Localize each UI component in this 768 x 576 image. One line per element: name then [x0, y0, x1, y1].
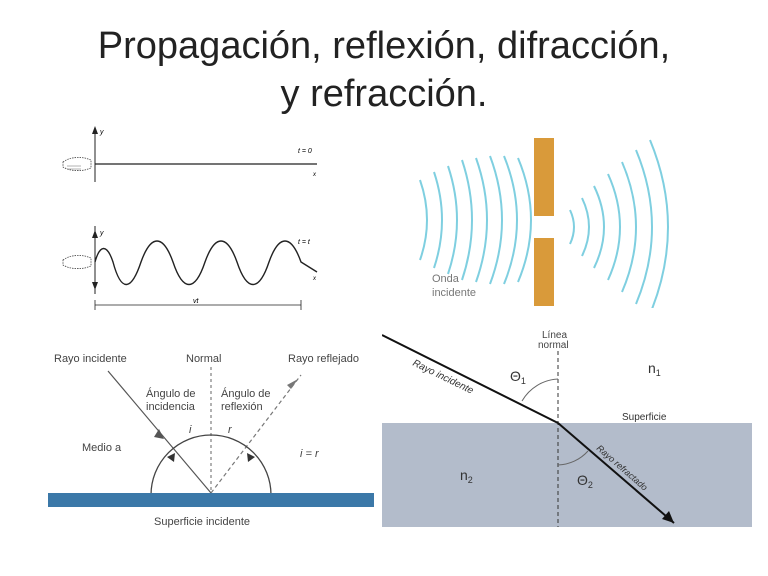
x-axis-label-top: x: [312, 172, 317, 178]
y-axis-arrow-icon: [92, 126, 98, 134]
surface-label: Superficie: [622, 412, 667, 423]
n1-label: n1: [648, 360, 661, 378]
angle-incidence-label-2: incidencia: [146, 401, 196, 413]
theta1-arc: [521, 378, 559, 402]
diffraction-diagram: Onda incidente: [419, 138, 669, 308]
i-symbol: i: [189, 424, 192, 436]
n1-subscript: 1: [656, 368, 661, 378]
hand-icon: [62, 157, 92, 171]
arc-arrow-left-icon: [167, 453, 175, 462]
y-axis-label-top: y: [99, 129, 104, 136]
title-line-1: Propagación, reflexión, difracción,: [97, 25, 671, 67]
t0-label: t = 0: [298, 148, 312, 155]
reflecting-surface: [48, 493, 374, 507]
theta2-subscript: 2: [588, 480, 593, 490]
refracted-arrow-icon: [662, 511, 674, 523]
sine-wave: [94, 240, 318, 285]
wave-propagation-diagram: y t = 0 x y t = t x vt: [62, 126, 318, 310]
slide-title: Propagación, reflexión, difracción, y re…: [0, 22, 768, 118]
barrier-top: [534, 138, 554, 216]
diffraction-caption-line-1: Onda: [432, 273, 460, 285]
diffraction-caption-line-2: incidente: [432, 287, 476, 299]
y-axis-label-bottom: y: [99, 230, 104, 237]
angle-incidence-label-1: Ángulo de: [146, 387, 196, 400]
theta1-letter: Θ: [510, 368, 521, 384]
reflected-ray: [210, 374, 302, 494]
theta2-letter: Θ: [577, 472, 588, 488]
barrier-bottom: [534, 238, 554, 306]
angle-reflection-label-1: Ángulo de: [221, 387, 271, 400]
angle-reflection-label-2: reflexión: [221, 401, 263, 413]
reflection-diagram: Rayo incidente Normal Rayo reflejado Áng…: [48, 353, 374, 528]
equality-label: i = r: [300, 448, 320, 460]
theta1-symbol: Θ1: [510, 368, 526, 386]
normal-label: Normal: [186, 353, 221, 365]
x-axis-label-bottom: x: [312, 276, 317, 282]
incident-wavefronts: [419, 155, 532, 285]
title-line-2: y refracción.: [280, 73, 488, 115]
theta2-symbol: Θ2: [577, 472, 593, 490]
diffracted-wavefronts: [569, 139, 669, 308]
hand-icon-bottom: [62, 255, 92, 269]
refraction-diagram: Línea normal Rayo incidente Θ1 n1 Superf…: [382, 330, 752, 527]
arc-arrow-right-icon: [247, 453, 255, 462]
refracted-ray: [557, 422, 675, 524]
incident-arrow-icon: [154, 429, 164, 439]
r-symbol: r: [228, 424, 233, 436]
theta2-arc: [557, 450, 589, 466]
n2-label: n2: [460, 467, 473, 485]
incident-ray-label: Rayo incidente: [54, 353, 127, 365]
n2-subscript: 2: [468, 475, 473, 485]
n2-letter: n: [460, 467, 468, 483]
medium-label: Medio a: [82, 442, 122, 454]
tt-label: t = t: [298, 239, 311, 246]
normal-line-label-2: normal: [538, 340, 569, 351]
surface-label: Superficie incidente: [154, 516, 250, 528]
vt-label: vt: [193, 298, 200, 305]
y-axis-down-arrow-icon: [92, 282, 98, 290]
incident-ray: [382, 334, 559, 424]
reflected-ray-label: Rayo reflejado: [288, 353, 359, 365]
angle-arc: [150, 434, 272, 496]
n1-letter: n: [648, 360, 656, 376]
medium-2-region: [382, 423, 752, 527]
reflected-arrow-icon: [287, 379, 298, 389]
theta1-subscript: 1: [521, 376, 526, 386]
normal-line-label-1: Línea: [542, 330, 567, 341]
y-axis-up-arrow-icon: [92, 230, 98, 238]
